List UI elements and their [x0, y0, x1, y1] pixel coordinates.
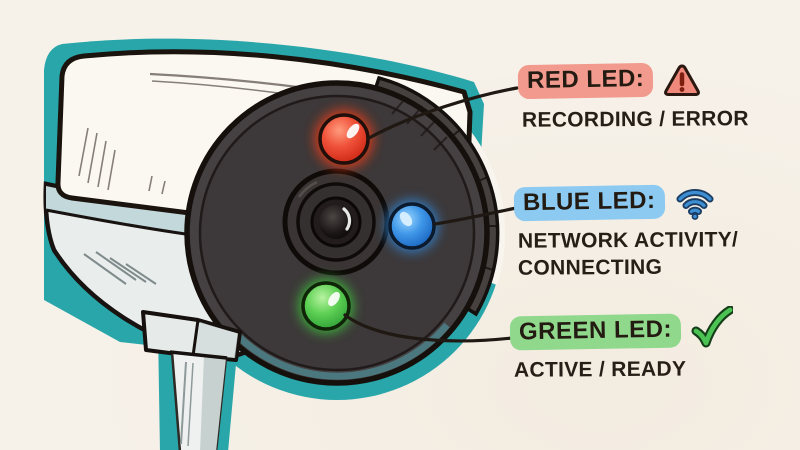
wifi-icon — [676, 189, 713, 220]
blue-callout-line — [433, 206, 518, 226]
warning-icon — [664, 64, 701, 96]
green-led-label: GREEN LED: — [509, 313, 682, 351]
green-led-callout: GREEN LED: ACTIVE / READY — [509, 306, 734, 383]
red-led-label: RED LED: — [517, 62, 654, 100]
blue-led-callout: BLUE LED: NETWORK A — [513, 184, 739, 281]
blue-led-description-line1: NETWORK ACTIVITY/ — [517, 228, 739, 253]
check-icon — [691, 306, 734, 348]
rim-reflection-arc — [233, 322, 450, 380]
green-callout-line — [343, 313, 514, 343]
red-callout-line — [367, 86, 519, 140]
red-led-description: RECORDING / ERROR — [521, 107, 749, 132]
green-led — [301, 281, 351, 331]
callout-lines — [343, 86, 519, 343]
mount-bracket — [141, 310, 242, 362]
green-led-description: ACTIVE / READY — [513, 357, 687, 382]
blue-led — [388, 202, 436, 250]
blue-led-label: BLUE LED: — [513, 184, 665, 222]
camera-lens — [282, 168, 390, 276]
red-led-callout: RED LED: RECORDING / ERROR — [517, 62, 749, 133]
mounting-pole — [169, 350, 228, 450]
blue-led-description-line2: CONNECTING — [517, 255, 663, 280]
red-led — [318, 113, 370, 165]
